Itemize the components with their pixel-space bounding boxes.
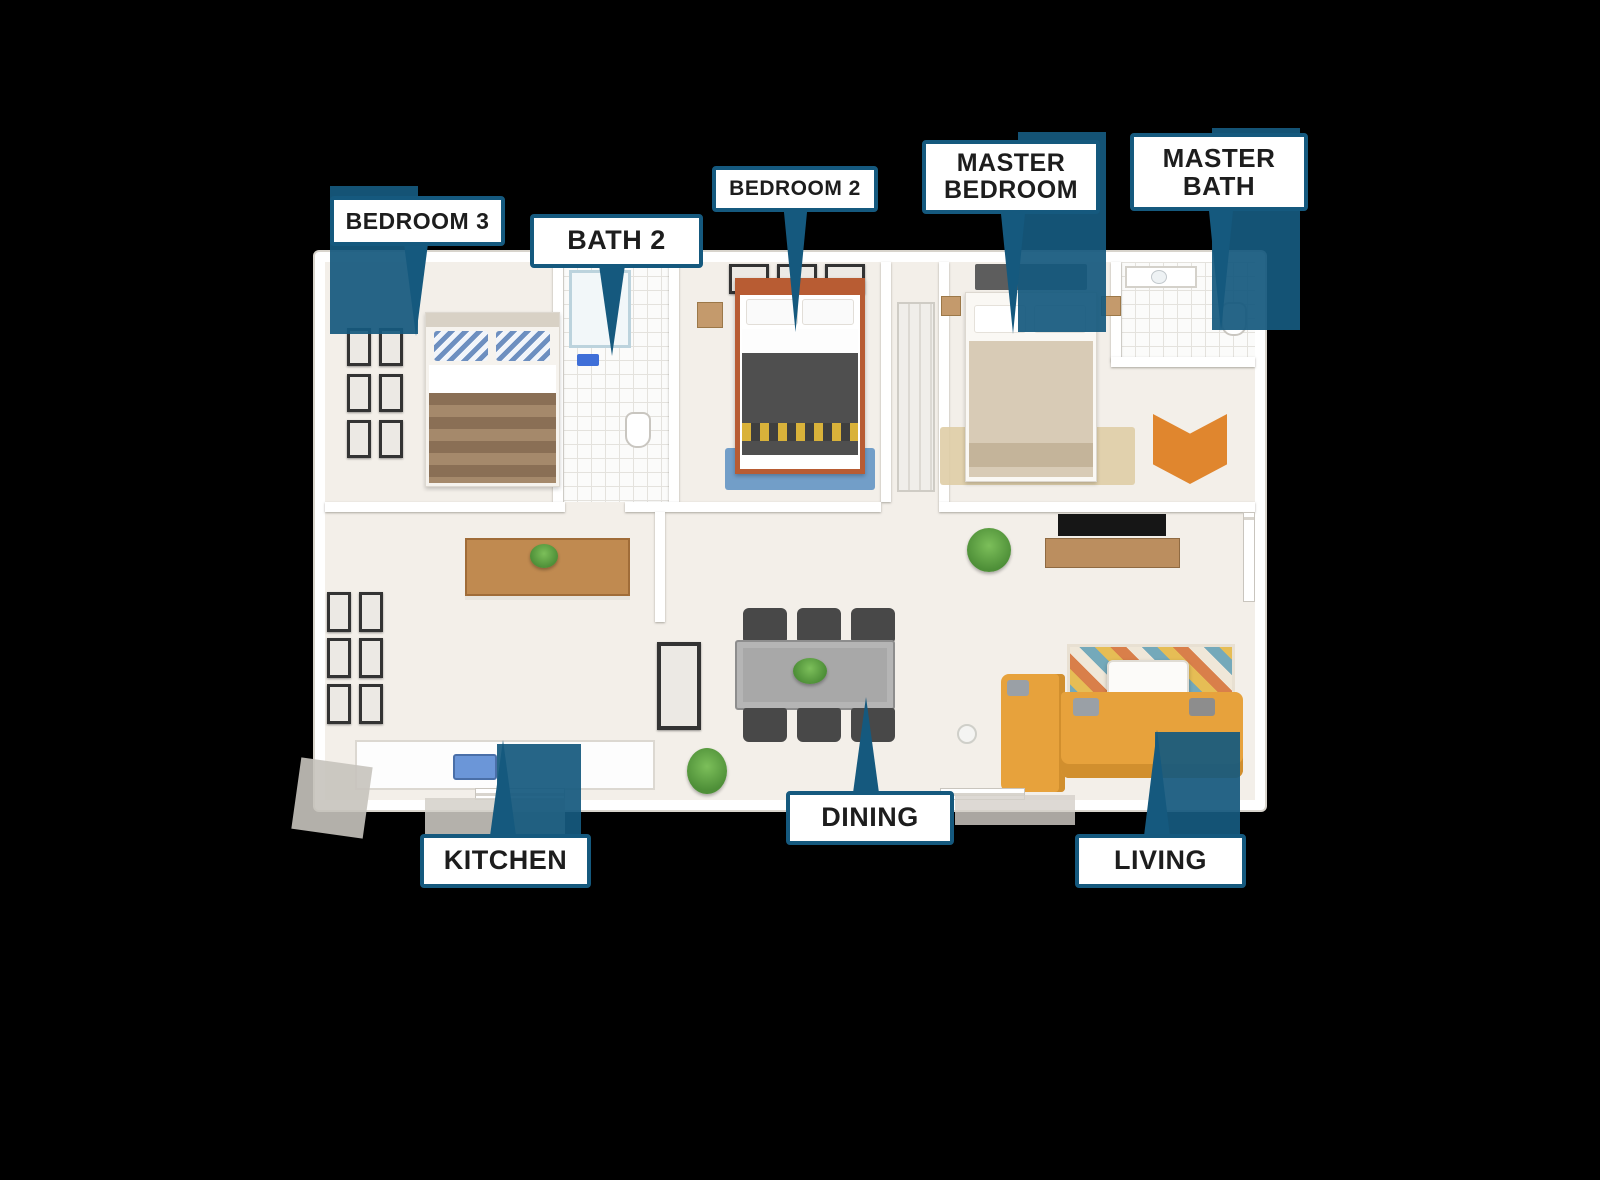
room-label-dining: DINING <box>786 791 954 845</box>
bed-throw <box>969 443 1093 467</box>
wall <box>939 262 949 502</box>
dining-chair <box>851 708 895 742</box>
toilet <box>625 412 651 448</box>
wall <box>1111 357 1255 367</box>
bed-pillow <box>496 331 550 361</box>
picture-frame <box>359 592 383 632</box>
picture-frame <box>359 638 383 678</box>
sofa-pillow <box>1007 680 1029 696</box>
sofa-pillow <box>1073 698 1099 716</box>
bed-headboard <box>740 283 860 295</box>
kitchen-sink <box>453 754 497 780</box>
table-centerpiece <box>793 658 827 684</box>
island-flowers <box>530 544 558 568</box>
tv-console <box>1045 538 1180 568</box>
picture-frame <box>347 374 371 412</box>
porch-slab <box>291 757 373 839</box>
bed-blanket <box>429 393 556 483</box>
picture-frame <box>327 638 351 678</box>
bed-headboard <box>426 313 559 327</box>
wall <box>655 512 665 622</box>
picture-frame <box>379 374 403 412</box>
bed-sheet <box>742 329 858 353</box>
sofa-pillow <box>1189 698 1215 716</box>
bath-mat <box>577 354 599 366</box>
room-label-bedroom3: BEDROOM 3 <box>330 196 505 246</box>
plant <box>967 528 1011 572</box>
bedroom2-bed <box>735 278 865 474</box>
butterfly-chair <box>1153 414 1227 484</box>
porch-slab <box>955 795 1075 825</box>
wall <box>939 502 1255 512</box>
nightstand <box>941 296 961 316</box>
picture-frame <box>327 684 351 724</box>
bedroom3-bed <box>425 312 560 487</box>
room-label-master-bath: MASTER BATH <box>1130 133 1308 211</box>
leaning-frame <box>657 642 701 730</box>
bed-throw <box>742 423 858 441</box>
floor-lamp <box>957 724 977 744</box>
wall <box>625 502 881 512</box>
room-label-kitchen: KITCHEN <box>420 834 591 888</box>
bed-pillow <box>746 299 798 325</box>
dining-chair <box>743 708 787 742</box>
tv <box>1058 514 1166 536</box>
room-label-bath2: BATH 2 <box>530 214 703 268</box>
picture-frame <box>347 420 371 458</box>
nightstand <box>697 302 723 328</box>
wall <box>325 502 565 512</box>
dining-chair <box>797 708 841 742</box>
picture-frame <box>327 592 351 632</box>
picture-frame <box>379 420 403 458</box>
bed-pillow <box>434 331 488 361</box>
wall <box>881 262 891 502</box>
dining-chair <box>743 608 787 642</box>
picture-frame <box>359 684 383 724</box>
room-label-master-bedroom: MASTER BEDROOM <box>922 140 1100 214</box>
room-label-living: LIVING <box>1075 834 1246 888</box>
bed-sheet <box>429 365 556 393</box>
apartment-floorplan <box>315 252 1265 810</box>
wall <box>669 262 679 502</box>
bed-pillow <box>974 305 1026 333</box>
bed-pillow <box>802 299 854 325</box>
dining-chair <box>797 608 841 642</box>
closet <box>897 302 935 492</box>
plant <box>687 748 727 794</box>
dining-chair <box>851 608 895 642</box>
bath-sink <box>1151 270 1167 284</box>
window <box>1243 512 1255 602</box>
room-label-bedroom2: BEDROOM 2 <box>712 166 878 212</box>
